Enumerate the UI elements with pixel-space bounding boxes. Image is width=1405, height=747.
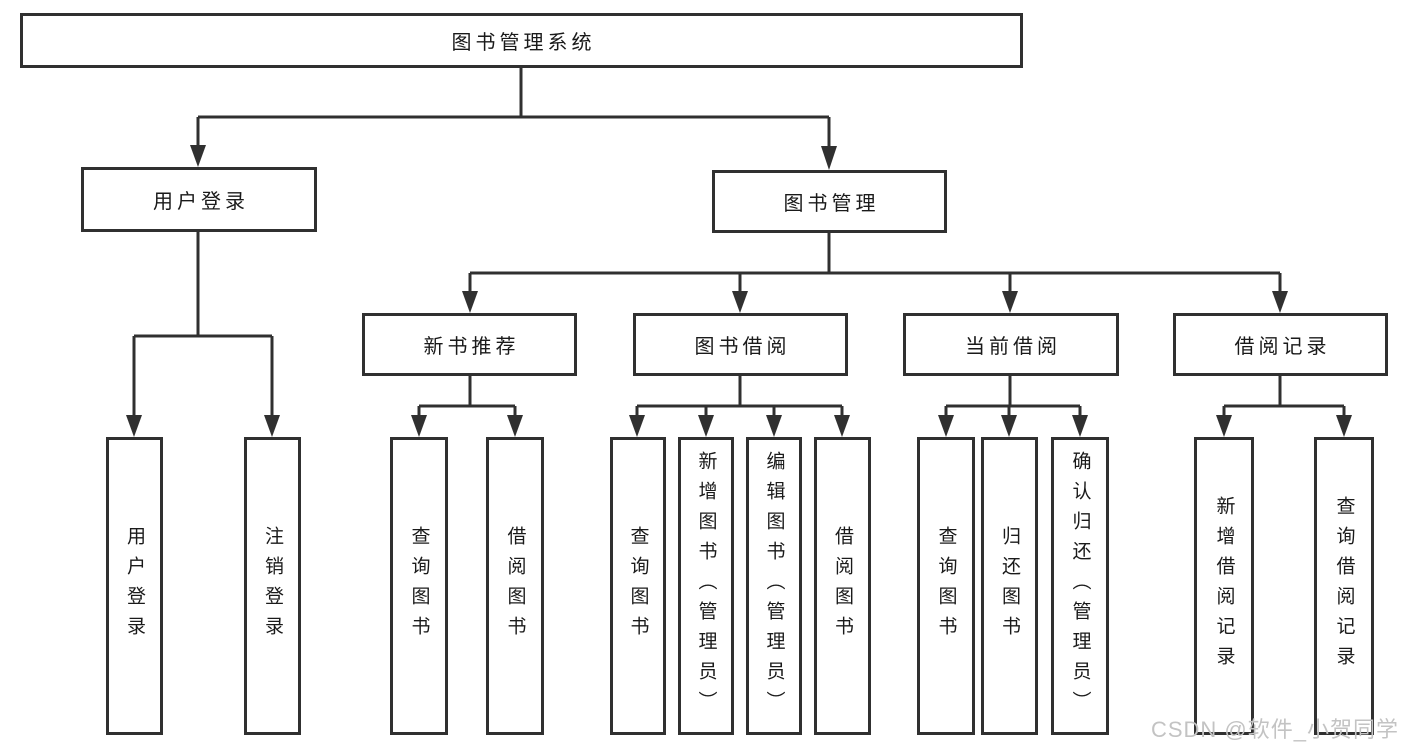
csdn-watermark: CSDN @软件_小贺同学: [1150, 717, 1399, 742]
leaf-confirm-return-admin: 确认归还（管理员）: [1051, 437, 1109, 735]
leaf-query-borrow-record: 查询借阅记录: [1314, 437, 1374, 735]
leaf-query-books-current: 查询图书: [917, 437, 975, 735]
node-book-management: 图书管理: [712, 170, 947, 233]
leaf-add-borrow-record: 新增借阅记录: [1194, 437, 1254, 735]
leaf-return-books: 归还图书: [981, 437, 1038, 735]
node-library-system: 图书管理系统: [20, 13, 1023, 68]
leaf-edit-books-admin: 编辑图书（管理员）: [746, 437, 802, 735]
leaf-borrow-books-recommend: 借阅图书: [486, 437, 544, 735]
node-new-book-recommend: 新书推荐: [362, 313, 577, 376]
leaf-query-books-recommend: 查询图书: [390, 437, 448, 735]
leaf-query-books-borrowing: 查询图书: [610, 437, 666, 735]
leaf-add-books-admin: 新增图书（管理员）: [678, 437, 734, 735]
leaf-borrow-books: 借阅图书: [814, 437, 871, 735]
node-current-borrowing: 当前借阅: [903, 313, 1119, 376]
node-borrow-records: 借阅记录: [1173, 313, 1388, 376]
leaf-logout: 注销登录: [244, 437, 301, 735]
node-book-borrowing: 图书借阅: [633, 313, 848, 376]
leaf-user-login: 用户登录: [106, 437, 163, 735]
arrowheads: [126, 145, 1352, 437]
node-user-login: 用户登录: [81, 167, 317, 232]
